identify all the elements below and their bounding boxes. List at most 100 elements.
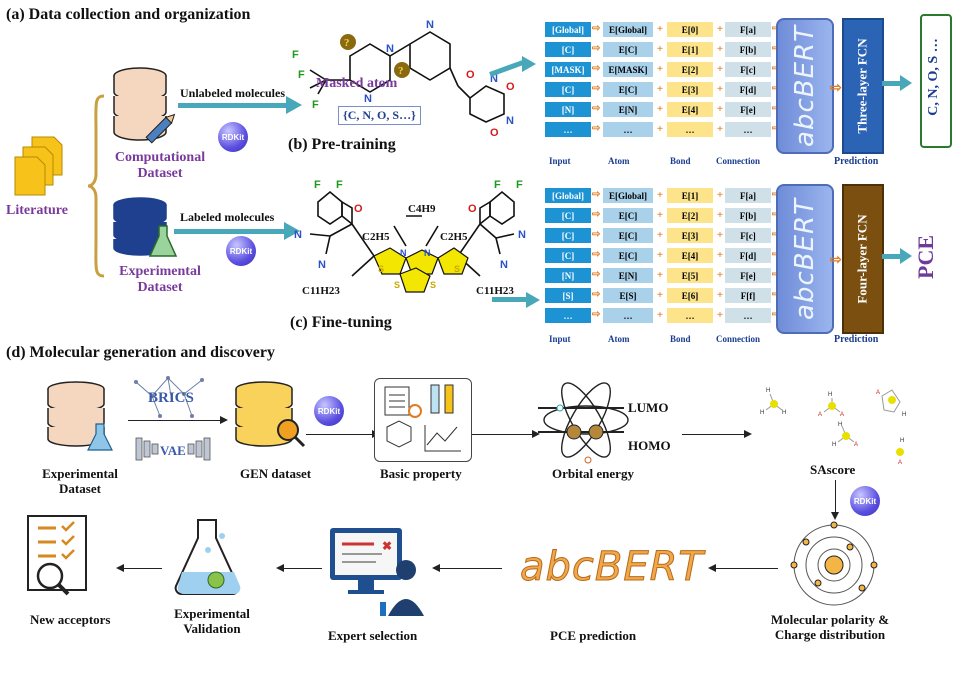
table-cell-bond: E[1] (667, 42, 713, 57)
four-fcn-box: Four-layer FCN (842, 184, 884, 334)
finetune-output: PCE (898, 234, 958, 284)
atom-label: H (766, 388, 770, 394)
table-cell-conn: … (725, 308, 771, 323)
alkyl-label: C4H9 (408, 203, 436, 215)
fragment-icon: H H H H A A H H A A H H A (760, 388, 906, 466)
vae-icon: VAE (135, 437, 211, 461)
section-c-title: (c) Fine-tuning (290, 314, 392, 331)
rdkit-icon: RDKit (218, 122, 248, 152)
col-header-atom: Atom (608, 334, 630, 344)
flow-arrow (682, 434, 744, 435)
table-cell-atom: E[N] (603, 102, 653, 117)
abcbert-pretrain-box: abcBERT (776, 18, 834, 154)
plus-icon: + (656, 43, 664, 55)
table-cell-atom: E[Global] (603, 22, 653, 37)
table-cell-bond: E[3] (667, 82, 713, 97)
atom-label: H (900, 438, 904, 444)
table-cell-bond: E[4] (667, 102, 713, 117)
table-cell-atom: E[C] (603, 228, 653, 243)
vae-label: VAE (160, 443, 186, 458)
table-cell-bond: E[4] (667, 248, 713, 263)
table-cell-bond: E[3] (667, 228, 713, 243)
table-cell-input: [Global] (545, 188, 591, 203)
pretrain-molecule: F F F N N N N O O O N ? ? (292, 19, 515, 138)
plus-icon: + (716, 63, 724, 75)
plus-icon: + (656, 269, 664, 281)
plus-icon: + (716, 209, 724, 221)
expert-selection-label: Expert selection (328, 628, 418, 643)
plus-icon: + (656, 63, 664, 75)
property-icon (374, 378, 472, 462)
plus-icon: + (716, 309, 724, 321)
lumo-label: LUMO (628, 400, 669, 415)
table-cell-input: [C] (545, 42, 591, 57)
table-cell-input: [C] (545, 82, 591, 97)
pce-prediction-label: PCE prediction (550, 628, 637, 643)
alkyl-label: C2H5 (440, 231, 468, 243)
plus-icon: + (656, 209, 664, 221)
rdkit-icon: RDKit (314, 396, 344, 426)
finetune-molecule: F F N N O O F F N N C4H9 C2H5 C2H5 C11H2… (294, 179, 526, 297)
atom-label: N (500, 259, 508, 271)
alkyl-label: C11H23 (302, 285, 340, 297)
table-cell-atom: E[S] (603, 288, 653, 303)
output-arrowhead (900, 75, 912, 91)
atom-label: O (354, 203, 363, 215)
arrow-icon: ⇨ (592, 123, 601, 134)
experimental-validation-label: Experimental Validation (174, 606, 250, 636)
table-cell-input: [C] (545, 248, 591, 263)
col-header-connection: Connection (716, 334, 761, 344)
atom-label: O (466, 69, 475, 81)
table-cell-bond: E[0] (667, 22, 713, 37)
mask-choices-box: {C, N, O, S…} (338, 106, 421, 125)
atom-label: N (400, 248, 407, 258)
labeled-arrowhead (284, 222, 300, 240)
table-cell-input: [Global] (545, 22, 591, 37)
database-icon (47, 381, 113, 451)
col-header-bond: Bond (670, 334, 691, 344)
table-cell-atom: E[MASK] (603, 62, 653, 77)
mask-mark: ? (398, 65, 404, 77)
plus-icon: + (656, 229, 664, 241)
flask-icon (148, 225, 178, 257)
output-arrow (882, 254, 902, 259)
prediction-label: Prediction (834, 156, 879, 167)
rdkit-icon: RDKit (850, 486, 880, 516)
table-cell-atom: … (603, 308, 653, 323)
plus-icon: + (716, 23, 724, 35)
atom-label: F (336, 179, 343, 191)
table-cell-conn: F[b] (725, 208, 771, 223)
pipeline-experimental-dataset: Experimental Dataset (42, 466, 118, 496)
plus-icon: + (716, 289, 724, 301)
atom-label: N (490, 73, 498, 85)
unlabeled-arrow (178, 103, 288, 108)
atom-label: H (760, 410, 764, 416)
table-cell-input: [C] (545, 228, 591, 243)
plus-icon: + (716, 123, 724, 135)
brics-label: BRICS (148, 390, 194, 406)
abcbert-label: abcBERT (790, 198, 821, 320)
arrow-icon: ⇨ (592, 83, 601, 94)
sascore-label: SAscore (810, 462, 856, 477)
flow-arrow (124, 568, 162, 569)
mask-icon (394, 62, 410, 78)
table-cell-conn: F[e] (725, 268, 771, 283)
alkyl-label: C2H5 (362, 231, 390, 243)
flow-arrow (306, 434, 372, 435)
flow-arrowhead (831, 512, 839, 520)
plus-icon: + (656, 23, 664, 35)
atom-label: N (426, 19, 434, 31)
svg-text:✖: ✖ (382, 539, 392, 553)
atom-label: H (902, 412, 906, 418)
flow-arrowhead (532, 430, 540, 438)
flow-arrowhead (744, 430, 752, 438)
atom-label: S (378, 264, 384, 274)
table-cell-input: [MASK] (545, 62, 591, 77)
atom-label: O (506, 81, 515, 93)
four-fcn-label: Four-layer FCN (855, 214, 871, 304)
atom-orbital-icon (538, 382, 629, 464)
atom-label: A (854, 442, 858, 448)
table-cell-atom: E[C] (603, 42, 653, 57)
finetune-arrow (492, 297, 528, 302)
section-a-title: (a) Data collection and organization (6, 6, 251, 23)
